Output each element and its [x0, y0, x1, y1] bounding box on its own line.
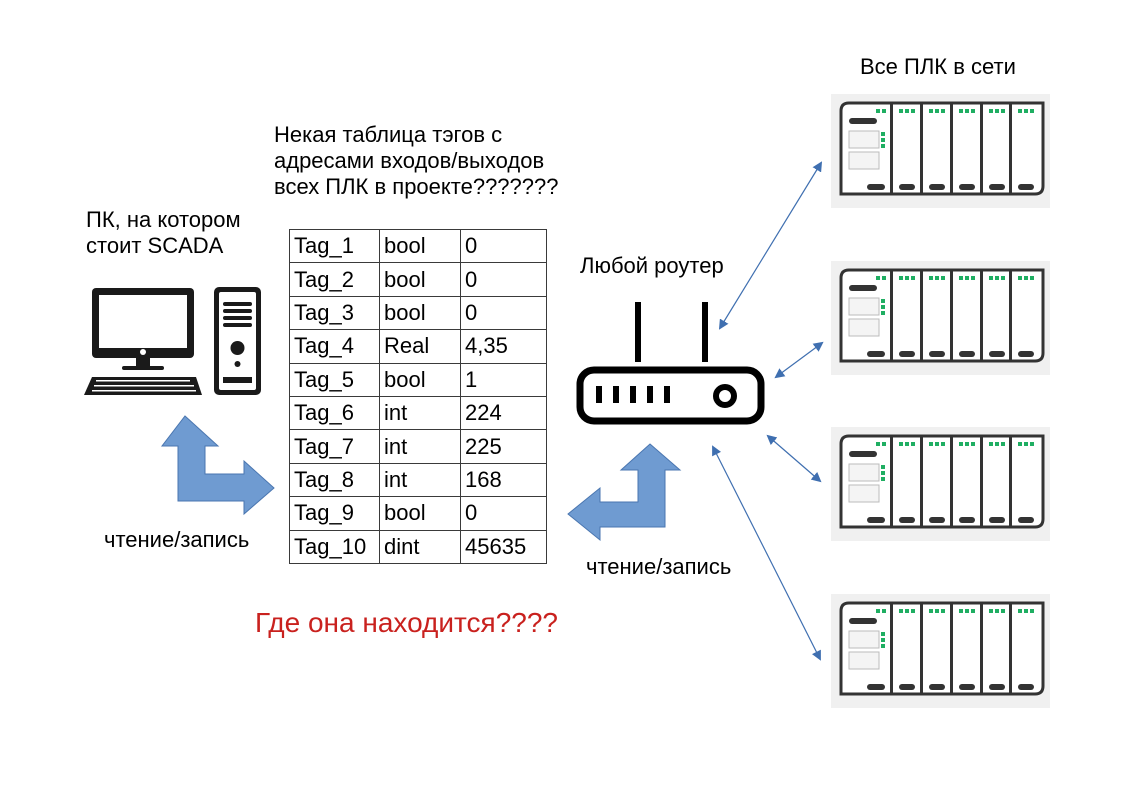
plc-rack-icon — [831, 427, 1050, 541]
monitor-power-led — [140, 349, 146, 355]
tower-ports — [223, 377, 252, 383]
tower-power-button — [230, 341, 245, 355]
table-caption-line-1: Некая таблица тэгов с — [274, 122, 503, 147]
desktop-computer-icon — [84, 287, 261, 395]
keyboard-keys — [92, 380, 196, 392]
read-write-label-left: чтение/запись — [104, 527, 250, 552]
read-write-arrow-right — [567, 443, 682, 542]
connector-plc-3 — [766, 434, 822, 483]
monitor-screen — [99, 295, 187, 348]
tag-value-cell: 224 — [460, 395, 547, 431]
tag-value-cell: 225 — [460, 429, 547, 464]
connector-plc-2 — [774, 341, 824, 379]
tag-name-cell: Tag_8 — [289, 462, 380, 498]
read-write-label-right: чтение/запись — [586, 554, 732, 579]
tag-name-cell: Tag_7 — [289, 429, 380, 464]
tag-value-cell: 1 — [460, 362, 547, 397]
tag-value-cell: 0 — [460, 262, 547, 297]
tag-value-cell: 0 — [460, 295, 547, 331]
router-body — [576, 366, 765, 425]
plc-rack-icon — [831, 261, 1050, 375]
tag-name-cell: Tag_5 — [289, 362, 380, 397]
tag-type-cell: Real — [379, 329, 461, 364]
monitor-neck — [136, 358, 150, 367]
router-power-button — [713, 384, 737, 408]
router-port-leds — [596, 386, 670, 403]
tower-led — [234, 361, 241, 367]
read-write-arrow-left — [160, 415, 275, 516]
tower-bays — [223, 302, 252, 327]
question-label: Где она находится???? — [255, 607, 558, 638]
table-caption-line-2: адресами входов/выходов — [274, 148, 545, 173]
tag-value-cell: 0 — [460, 496, 547, 531]
pc-label: ПК, на котором стоит SCADA — [86, 207, 241, 259]
tag-value-cell: 45635 — [460, 529, 547, 564]
tag-value-cell: 4,35 — [460, 329, 547, 364]
pc-label-line-1: ПК, на котором — [86, 207, 241, 232]
tag-type-cell: bool — [379, 295, 461, 331]
tag-name-cell: Tag_3 — [289, 295, 380, 331]
network-connectors — [712, 161, 824, 661]
table-caption: Некая таблица тэгов с адресами входов/вы… — [274, 122, 559, 200]
pc-label-line-2: стоит SCADA — [86, 233, 224, 258]
router-label: Любой роутер — [580, 253, 724, 278]
tag-name-cell: Tag_10 — [289, 529, 380, 564]
tag-name-cell: Tag_2 — [289, 262, 380, 297]
tag-type-cell: dint — [379, 529, 461, 564]
plcs-label: Все ПЛК в сети — [860, 54, 1016, 79]
connector-plc-4 — [712, 445, 821, 661]
connector-plc-1 — [718, 161, 823, 330]
tag-type-cell: int — [379, 395, 461, 431]
monitor-base — [122, 366, 164, 370]
tag-name-cell: Tag_4 — [289, 329, 380, 364]
tag-type-cell: bool — [379, 262, 461, 297]
tag-type-cell: bool — [379, 362, 461, 397]
plc-rack-icon — [831, 594, 1050, 708]
tag-value-cell: 0 — [460, 228, 547, 264]
table-caption-line-3: всех ПЛК в проекте??????? — [274, 174, 559, 199]
router-antenna-left — [635, 302, 641, 362]
router-antenna-right — [702, 302, 708, 362]
tag-name-cell: Tag_6 — [289, 395, 380, 431]
plc-rack-icon — [831, 94, 1050, 208]
wifi-router-icon — [576, 302, 765, 425]
